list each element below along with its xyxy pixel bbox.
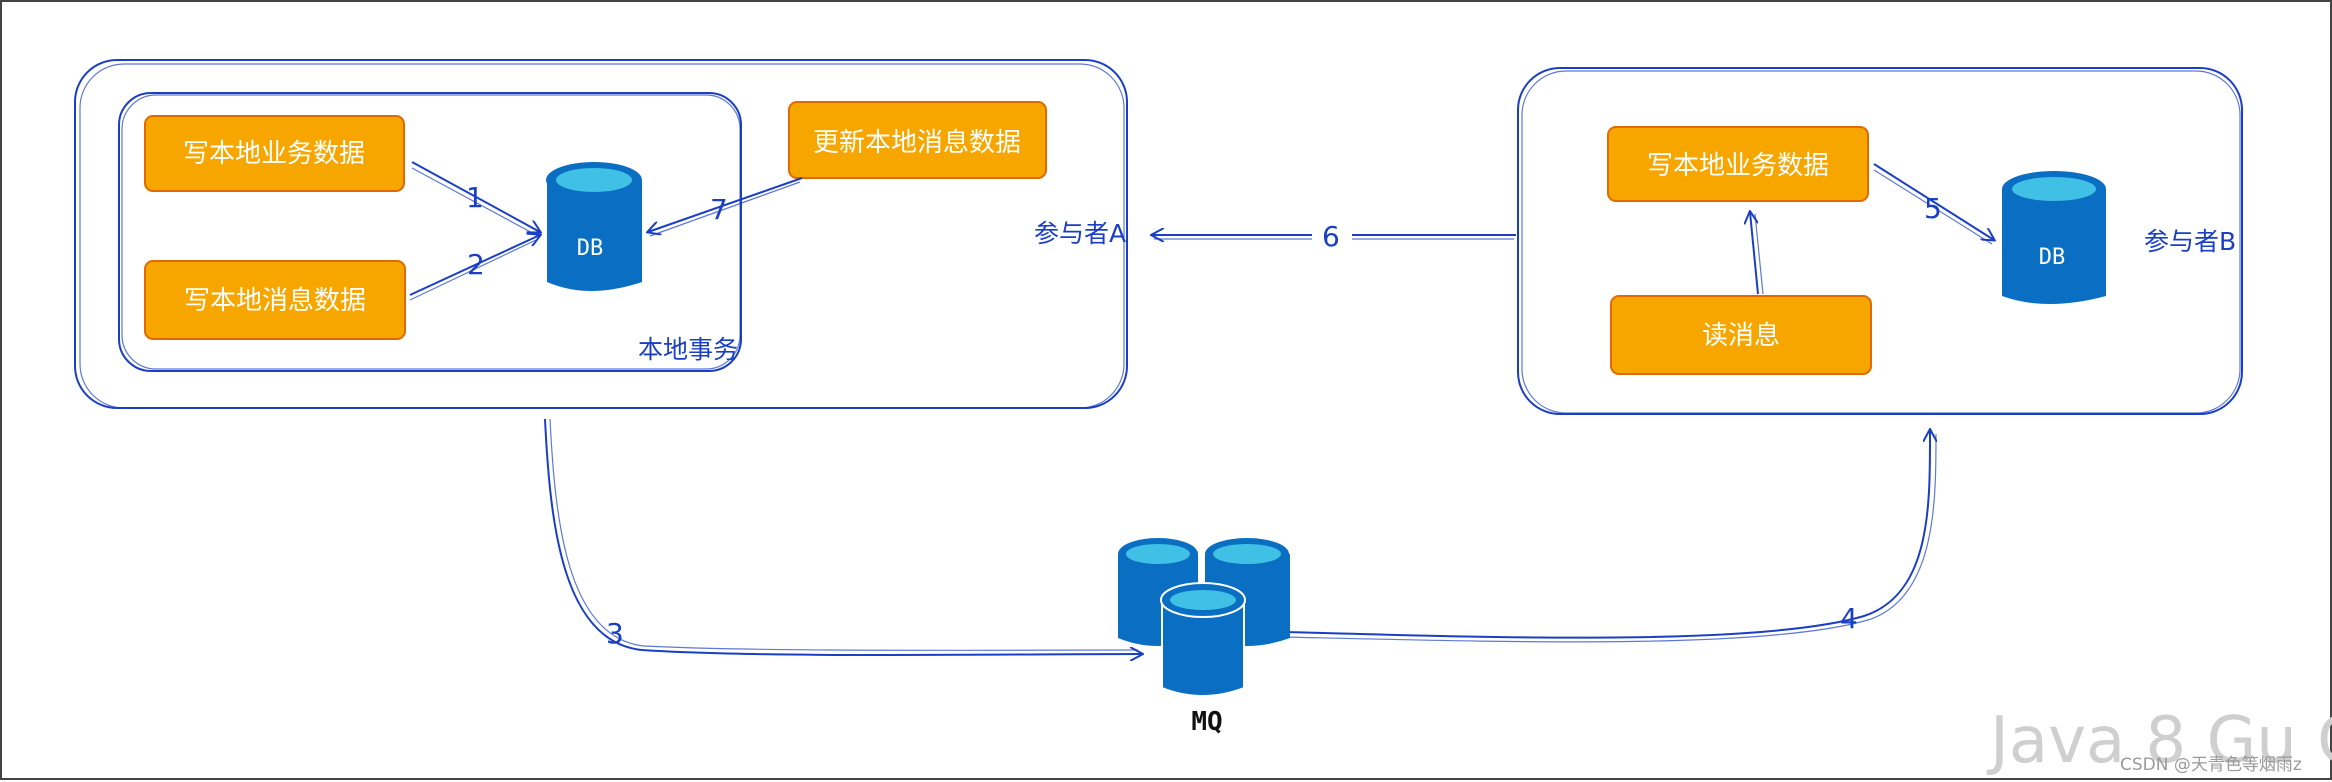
mq-cylinder-front [1160, 582, 1246, 697]
local-transaction-label: 本地事务 [638, 335, 738, 364]
b-database-icon: DB [2002, 171, 2106, 304]
mq-label: MQ [1191, 707, 1222, 737]
a-database-icon: DB [546, 162, 642, 291]
a-db-label: DB [577, 236, 604, 261]
step-3-label: 3 [606, 617, 624, 650]
mq-cluster-icon [1118, 538, 1290, 697]
arrow-step-5: 5 [1873, 163, 1994, 245]
step-1-label: 1 [466, 181, 484, 214]
b-write-business-box[interactable]: 写本地业务数据 [1607, 126, 1869, 202]
a-write-message-box[interactable]: 写本地消息数据 [144, 260, 406, 340]
a-write-message-text: 写本地消息数据 [184, 286, 366, 316]
participant-b-container [1517, 67, 2243, 415]
watermark-credit: CSDN @天青色等烟雨z [2120, 755, 2302, 775]
arrow-read-to-write [1750, 212, 1764, 295]
watermark-brand: Java 8 Gu C [1986, 704, 2332, 778]
arrow-step-6: 6 [1152, 216, 1516, 256]
step-2-label: 2 [467, 248, 485, 281]
b-write-business-text: 写本地业务数据 [1647, 151, 1829, 181]
participant-a-container [74, 59, 1128, 409]
a-write-business-text: 写本地业务数据 [183, 139, 365, 169]
arrow-step-4: 4 [1284, 430, 1936, 643]
b-db-label: DB [2039, 245, 2066, 270]
step-6-label: 6 [1322, 220, 1340, 253]
step-5-label: 5 [1924, 192, 1942, 225]
step-4-label: 4 [1840, 602, 1858, 635]
b-read-message-box[interactable]: 读消息 [1610, 295, 1872, 375]
arrow-step-3: 3 [544, 418, 1142, 655]
participant-b-label: 参与者B [2144, 227, 2236, 256]
a-update-message-box[interactable]: 更新本地消息数据 [788, 101, 1047, 179]
local-transaction-container [118, 92, 742, 372]
b-read-message-text: 读消息 [1702, 321, 1780, 351]
arrow-step-7: 7 [648, 177, 803, 237]
arrow-step-2: 2 [409, 235, 540, 301]
participant-a-label: 参与者A [1034, 219, 1126, 248]
step-7-label: 7 [710, 193, 728, 226]
a-update-message-text: 更新本地消息数据 [813, 128, 1021, 158]
a-write-business-box[interactable]: 写本地业务数据 [144, 115, 405, 192]
arrow-step-1: 1 [411, 161, 540, 237]
